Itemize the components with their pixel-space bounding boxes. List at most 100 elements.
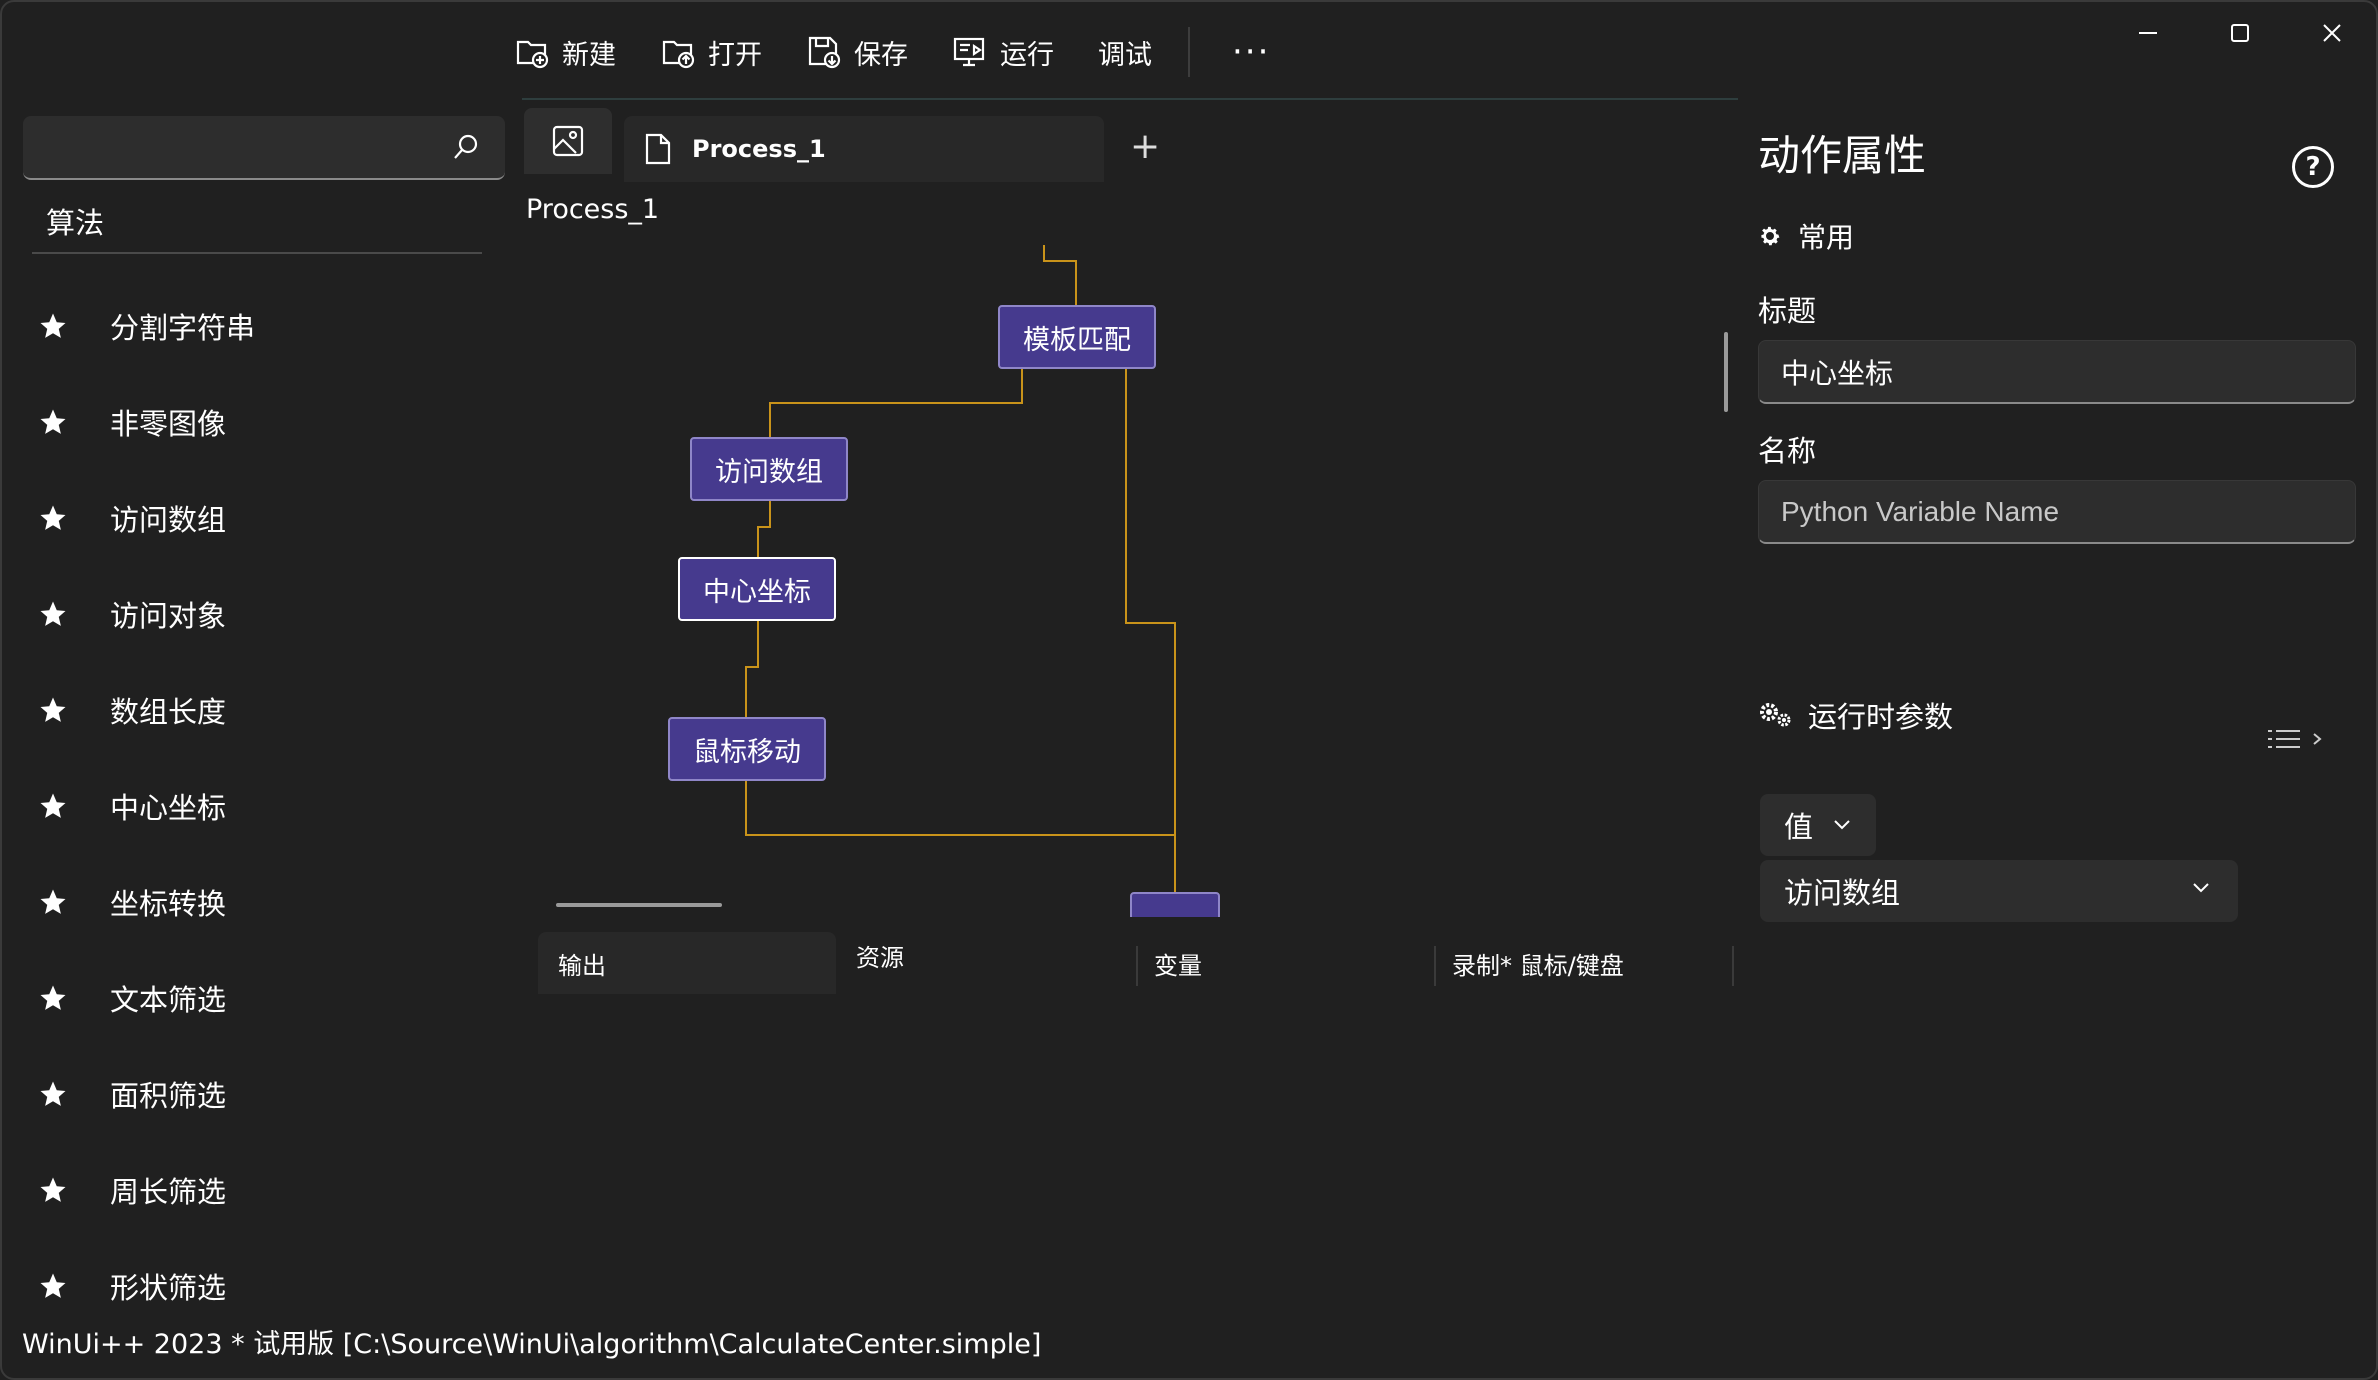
algorithm-item-label: 非零图像 <box>110 407 227 441</box>
toolbar-separator <box>1188 27 1190 77</box>
algorithm-item[interactable]: 分割字符串 <box>38 278 508 374</box>
algorithm-item-label: 坐标转换 <box>110 887 227 921</box>
star-icon[interactable] <box>38 407 68 437</box>
algorithm-item[interactable]: 坐标转换 <box>38 854 508 950</box>
runtime-section-label: 运行时参数 <box>1808 700 1954 734</box>
star-icon[interactable] <box>38 503 68 533</box>
chevron-down-icon <box>1834 820 1850 830</box>
star-icon[interactable] <box>38 599 68 629</box>
node-mouse-move[interactable]: 鼠标移动 <box>668 717 826 781</box>
new-label: 新建 <box>562 39 616 71</box>
search-box[interactable] <box>23 116 505 180</box>
title-field[interactable] <box>1758 340 2356 404</box>
common-section-label: 常用 <box>1798 221 1855 254</box>
canvas-horizontal-scrollbar[interactable] <box>556 903 722 907</box>
breadcrumb: Process_1 <box>526 194 660 225</box>
common-section-header: 常用 <box>1758 216 1854 256</box>
tab-separator <box>1136 946 1138 986</box>
new-file-icon <box>516 40 549 69</box>
algorithm-item-label: 分割字符串 <box>110 311 256 345</box>
properties-title: 动作属性 <box>1758 131 1927 180</box>
run-monitor-icon <box>953 37 985 67</box>
run-button[interactable]: 运行 <box>930 24 1076 80</box>
search-icon[interactable] <box>451 132 481 162</box>
debug-label: 调试 <box>1098 39 1152 71</box>
status-bar: WinUi++ 2023 * 试用版 [C:\Source\WinUi\algo… <box>22 1329 1042 1360</box>
chevron-right-icon <box>2313 733 2322 745</box>
star-icon[interactable] <box>38 983 68 1013</box>
minimize-button[interactable] <box>2102 2 2194 64</box>
tab-separator <box>1732 946 1734 986</box>
add-tab-button[interactable]: + <box>1130 126 1161 167</box>
algorithm-item-label: 访问数组 <box>110 503 227 537</box>
node-access-array[interactable]: 访问数组 <box>690 437 848 501</box>
algorithm-item-label: 中心坐标 <box>110 791 227 825</box>
maximize-button[interactable] <box>2194 2 2286 64</box>
algorithm-item[interactable]: 数组长度 <box>38 662 508 758</box>
document-icon <box>645 133 671 165</box>
star-icon[interactable] <box>38 1175 68 1205</box>
star-icon[interactable] <box>38 311 68 341</box>
tab-resources[interactable]: 资源 <box>856 943 904 972</box>
algorithm-item[interactable]: 面积筛选 <box>38 1046 508 1142</box>
parameter-value: 访问数组 <box>1784 876 1901 910</box>
tab-separator <box>1434 946 1436 986</box>
node-template-match[interactable]: 模板匹配 <box>998 305 1156 369</box>
flow-canvas[interactable]: 模板匹配 访问数组 中心坐标 鼠标移动 <box>522 237 1738 917</box>
algorithm-item-label: 周长筛选 <box>110 1175 227 1209</box>
run-label: 运行 <box>1000 39 1054 71</box>
algorithm-item[interactable]: 中心坐标 <box>38 758 508 854</box>
open-button[interactable]: 打开 <box>638 24 784 80</box>
node-center-coord[interactable]: 中心坐标 <box>678 557 836 621</box>
close-icon <box>2323 24 2341 42</box>
node-partial[interactable] <box>1130 892 1220 917</box>
star-icon[interactable] <box>38 695 68 725</box>
maximize-icon <box>2231 24 2249 42</box>
value-type-dropdown[interactable]: 值 <box>1760 794 1876 856</box>
canvas-vertical-scrollbar[interactable] <box>1724 332 1728 412</box>
star-icon[interactable] <box>38 887 68 917</box>
algorithm-item[interactable]: 访问数组 <box>38 470 508 566</box>
runtime-section-header: 运行时参数 <box>1758 694 1953 736</box>
title-field-label: 标题 <box>1758 294 1817 328</box>
algorithm-item[interactable]: 文本筛选 <box>38 950 508 1046</box>
name-field[interactable] <box>1758 480 2356 544</box>
more-button[interactable]: ··· <box>1204 24 1298 80</box>
gear-icon <box>1761 226 1780 246</box>
save-label: 保存 <box>854 39 908 71</box>
image-icon <box>552 125 584 157</box>
image-view-tab[interactable] <box>524 108 612 174</box>
algorithm-item[interactable]: 形状筛选 <box>38 1238 508 1334</box>
algorithm-item[interactable]: 周长筛选 <box>38 1142 508 1238</box>
close-button[interactable] <box>2286 2 2376 64</box>
algorithm-list: 分割字符串 非零图像 访问数组 访问对象 数组长度 中心坐标 坐标转换 文本筛选… <box>38 278 508 1334</box>
tab-output[interactable]: 输出 <box>538 932 836 994</box>
algorithm-item-label: 形状筛选 <box>110 1271 227 1305</box>
algorithm-item-label: 文本筛选 <box>110 983 227 1017</box>
star-icon[interactable] <box>38 1079 68 1109</box>
tab-variables[interactable]: 变量 <box>1154 951 1202 980</box>
help-icon[interactable]: ? <box>2292 146 2334 188</box>
list-view-toggle[interactable] <box>2268 728 2324 750</box>
algorithm-item-label: 数组长度 <box>110 695 227 729</box>
section-divider <box>32 252 482 254</box>
save-icon <box>808 36 841 69</box>
star-icon[interactable] <box>38 1271 68 1301</box>
algorithm-item[interactable]: 访问对象 <box>38 566 508 662</box>
value-type-label: 值 <box>1784 810 1814 844</box>
name-field-label: 名称 <box>1758 434 1817 468</box>
tab-process-1[interactable]: Process_1 <box>624 116 1104 182</box>
star-icon[interactable] <box>38 791 68 821</box>
algorithm-item-label: 面积筛选 <box>110 1079 227 1113</box>
debug-button[interactable]: 调试 <box>1076 24 1174 80</box>
tab-record[interactable]: 录制* 鼠标/键盘 <box>1452 951 1624 980</box>
save-button[interactable]: 保存 <box>784 24 930 80</box>
tab-label: Process_1 <box>692 135 826 163</box>
algorithm-section-title: 算法 <box>46 206 105 240</box>
new-button[interactable]: 新建 <box>492 24 638 80</box>
algorithm-item[interactable]: 非零图像 <box>38 374 508 470</box>
parameter-dropdown[interactable]: 访问数组 <box>1760 860 2238 922</box>
tabs-top-divider <box>522 98 1738 100</box>
list-icon <box>2268 730 2300 748</box>
